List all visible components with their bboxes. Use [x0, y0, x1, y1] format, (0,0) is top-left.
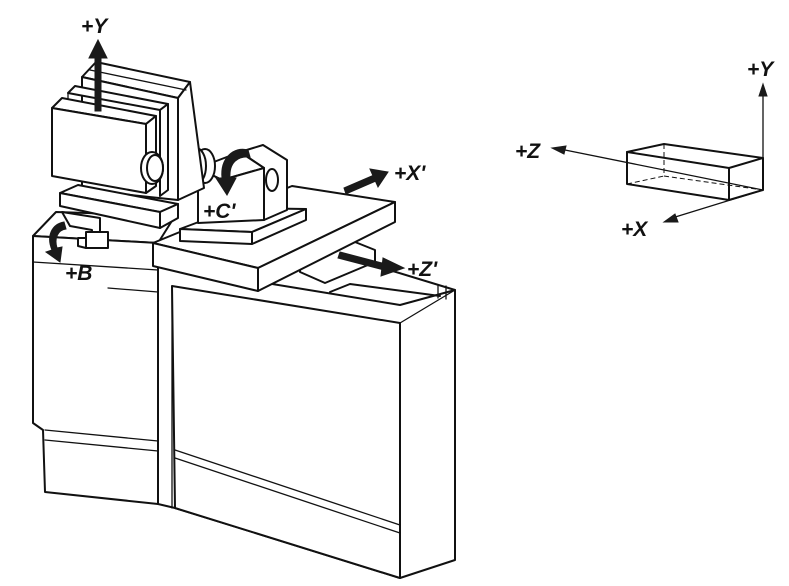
headstock	[44, 61, 205, 263]
table-carriage	[152, 185, 396, 292]
rotary-head	[181, 144, 288, 224]
reference-workpiece-box	[626, 143, 764, 201]
reference-coordinate-system	[550, 82, 768, 223]
machine-x-prime-label: +X'	[394, 162, 426, 185]
reference-x-label: +X	[621, 218, 649, 241]
machine-z-prime-label: +Z'	[407, 258, 438, 281]
reference-z-label: +Z	[515, 140, 541, 163]
machine-b-label: +B	[65, 262, 92, 285]
reference-x-axis	[671, 189, 764, 219]
reference-z-axis	[559, 148, 764, 191]
machine-c-prime-label: +C'	[203, 200, 236, 223]
z-prime-axis-arrow	[337, 251, 406, 277]
y-axis-arrow	[88, 38, 108, 112]
x-prime-axis-arrow	[343, 168, 389, 195]
machine-y-label: +Y	[81, 15, 109, 38]
reference-y-label: +Y	[747, 58, 775, 81]
